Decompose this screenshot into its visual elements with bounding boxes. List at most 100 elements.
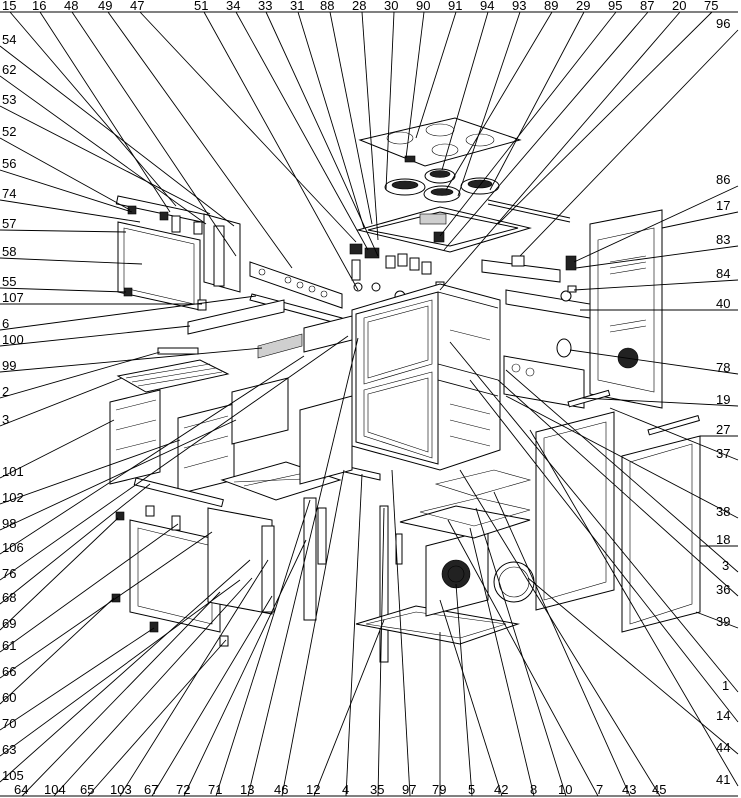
callout-label: 89 (544, 0, 558, 13)
callout-label: 63 (2, 742, 16, 757)
callout-label: 94 (480, 0, 494, 13)
callout-label: 7 (596, 782, 603, 797)
callout-label: 33 (258, 0, 272, 13)
callout-label: 105 (2, 768, 24, 783)
upper-door (115, 195, 241, 311)
callout-label: 95 (608, 0, 622, 13)
callout-label: 64 (14, 782, 28, 797)
callout-label: 1 (722, 678, 729, 693)
callout-label: 10 (558, 782, 572, 797)
callout-label: 71 (208, 782, 222, 797)
labels-left: 54 62 53 52 56 74 57 58 55 107 6 100 99 … (2, 32, 24, 783)
callout-label: 62 (2, 62, 16, 77)
callout-label: 96 (716, 16, 730, 31)
callout-label: 107 (2, 290, 24, 305)
callout-label: 49 (98, 0, 112, 13)
callout-label: 3 (2, 412, 9, 427)
callout-label: 47 (130, 0, 144, 13)
callout-label: 93 (512, 0, 526, 13)
callout-label: 65 (80, 782, 94, 797)
callout-label: 78 (716, 360, 730, 375)
callout-label: 2 (2, 384, 9, 399)
callout-label: 79 (432, 782, 446, 797)
callout-label: 6 (2, 316, 9, 331)
callout-label: 13 (240, 782, 254, 797)
callout-label: 83 (716, 232, 730, 247)
callout-label: 101 (2, 464, 24, 479)
callout-label: 31 (290, 0, 304, 13)
callout-label: 60 (2, 690, 16, 705)
callout-label: 4 (342, 782, 349, 797)
callout-label: 88 (320, 0, 334, 13)
hob-elements (384, 155, 500, 203)
callout-label: 67 (144, 782, 158, 797)
callout-label: 87 (640, 0, 654, 13)
callout-label: 57 (2, 216, 16, 231)
racks-upper (116, 299, 353, 393)
cooktop-glass (358, 117, 522, 167)
callout-label: 69 (2, 616, 16, 631)
callout-label: 29 (576, 0, 590, 13)
callout-label: 36 (716, 582, 730, 597)
callout-label: 8 (530, 782, 537, 797)
callout-label: 84 (716, 266, 730, 281)
callout-label: 103 (110, 782, 132, 797)
labels-right: 96 86 17 83 84 40 78 19 27 37 38 18 3 36… (716, 16, 730, 787)
callout-label: 28 (352, 0, 366, 13)
callout-label: 5 (468, 782, 475, 797)
callout-label: 44 (716, 740, 730, 755)
baking-tray (220, 395, 353, 501)
callout-label: 16 (32, 0, 46, 13)
callout-label: 43 (622, 782, 636, 797)
callout-label: 15 (2, 0, 16, 13)
callout-label: 90 (416, 0, 430, 13)
callout-label: 76 (2, 566, 16, 581)
callout-label: 46 (274, 782, 288, 797)
callout-label: 51 (194, 0, 208, 13)
callout-label: 30 (384, 0, 398, 13)
callout-label: 58 (2, 244, 16, 259)
callout-label: 3 (722, 558, 729, 573)
bottom-frame (355, 505, 520, 663)
callout-label: 98 (2, 516, 16, 531)
labels-bottom: 64 104 65 103 67 72 71 13 46 12 4 35 97 … (14, 782, 666, 797)
callout-label: 74 (2, 186, 16, 201)
callout-label: 99 (2, 358, 16, 373)
callout-label: 70 (2, 716, 16, 731)
callout-label: 35 (370, 782, 384, 797)
top-frame (356, 199, 571, 253)
callout-label: 12 (306, 782, 320, 797)
callout-label: 75 (704, 0, 718, 13)
callout-label: 39 (716, 614, 730, 629)
callout-label: 91 (448, 0, 462, 13)
callout-label: 72 (176, 782, 190, 797)
callout-label: 102 (2, 490, 24, 505)
rear-panels (535, 389, 701, 633)
callout-label: 45 (652, 782, 666, 797)
callout-label: 53 (2, 92, 16, 107)
callout-label: 42 (494, 782, 508, 797)
oven-body (335, 283, 501, 481)
leader-lines (0, 11, 739, 797)
callout-label: 61 (2, 638, 16, 653)
callout-label: 56 (2, 156, 16, 171)
lower-door (111, 477, 327, 647)
callout-label: 68 (2, 590, 16, 605)
callout-label: 37 (716, 446, 730, 461)
callout-label: 18 (716, 532, 730, 547)
callout-label: 48 (64, 0, 78, 13)
fan-assembly (399, 469, 535, 617)
right-side-panel (481, 209, 663, 409)
callout-label: 55 (2, 274, 16, 289)
callout-label: 17 (716, 198, 730, 213)
callout-label: 40 (716, 296, 730, 311)
callout-label: 14 (716, 708, 730, 723)
callout-label: 38 (716, 504, 730, 519)
callout-label: 97 (402, 782, 416, 797)
callout-label: 54 (2, 32, 16, 47)
callout-label: 41 (716, 772, 730, 787)
callout-label: 104 (44, 782, 66, 797)
callout-label: 66 (2, 664, 16, 679)
labels-top: 15 16 48 49 47 51 34 33 31 88 28 30 90 9… (2, 0, 718, 13)
callout-label: 27 (716, 422, 730, 437)
